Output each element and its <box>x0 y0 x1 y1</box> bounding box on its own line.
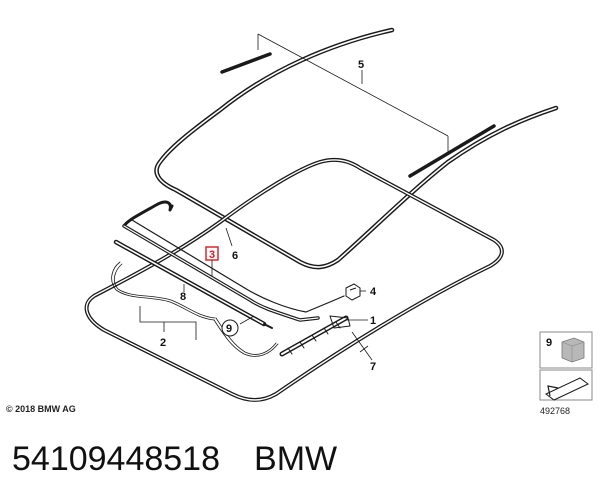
cables-part-2 <box>111 261 279 357</box>
diagram-number: 492768 <box>540 406 571 416</box>
mechanism-part-1 <box>279 315 351 357</box>
glass-frame-part-3 <box>122 200 345 322</box>
part-number: 54109448518 <box>12 440 221 478</box>
seal-part-5 <box>154 27 559 270</box>
callout-3: 3 <box>209 249 215 261</box>
leader-lines-part-5 <box>257 33 449 152</box>
callout-leaders <box>183 227 373 361</box>
callout-9-circle: 9 <box>221 319 239 337</box>
arrow-icon <box>547 385 559 397</box>
callout-6: 6 <box>232 250 238 262</box>
callout-4: 4 <box>370 286 377 298</box>
legend-direction-box <box>539 369 593 401</box>
copyright-text: © 2018 BMW AG <box>6 404 76 414</box>
legend-part-9: 9 <box>539 331 593 369</box>
rail-part-8 <box>113 239 273 329</box>
callout-3-highlight: 3 <box>205 246 219 261</box>
callout-7: 7 <box>370 361 376 373</box>
callout-5: 5 <box>358 59 364 71</box>
callout-1: 1 <box>370 315 376 327</box>
legend-label-9: 9 <box>546 337 552 349</box>
callout-9: 9 <box>226 323 232 335</box>
clip-part-4 <box>345 283 361 301</box>
parts-exploded-diagram: 5 6 3 4 8 1 9 2 7 9 <box>84 27 593 402</box>
callout-2: 2 <box>160 337 166 349</box>
brand-name: BMW <box>254 440 338 478</box>
leader-lines-part-2 <box>139 306 197 340</box>
callout-8: 8 <box>180 291 186 303</box>
frame-part-7 <box>84 158 504 402</box>
part-number-line: 54109448518 BMW <box>12 440 337 479</box>
